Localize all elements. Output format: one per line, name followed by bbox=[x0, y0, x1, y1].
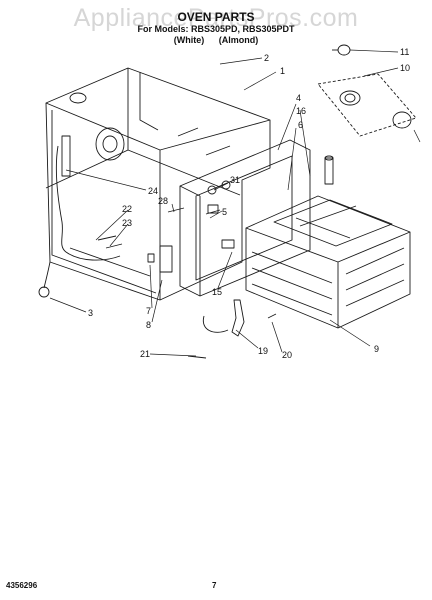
leveling-leg bbox=[38, 286, 50, 298]
screw-part-23 bbox=[105, 243, 123, 249]
wire-harness bbox=[55, 145, 121, 261]
callout-10: 10 bbox=[400, 63, 410, 73]
callout-7: 7 bbox=[146, 306, 151, 316]
callout-15: 15 bbox=[212, 287, 222, 297]
callout-28: 28 bbox=[158, 196, 168, 206]
leader-lines bbox=[49, 49, 421, 357]
callout-11: 11 bbox=[400, 47, 409, 57]
screw-part-21 bbox=[187, 355, 207, 359]
wire-probe bbox=[43, 261, 51, 289]
terminal-block bbox=[324, 155, 334, 185]
callout-22: 22 bbox=[122, 204, 132, 214]
page-number: 7 bbox=[212, 581, 217, 590]
callout-3: 3 bbox=[88, 308, 93, 318]
callout-8: 8 bbox=[146, 320, 151, 330]
light-bulb bbox=[332, 44, 351, 56]
callout-2: 2 bbox=[264, 53, 269, 63]
oven-body bbox=[45, 67, 271, 301]
watermark: AppliancePartsPros.com bbox=[73, 4, 359, 32]
callout-1: 1 bbox=[280, 66, 285, 76]
finish-white: (White) bbox=[173, 35, 205, 45]
screw-part-7 bbox=[147, 253, 155, 263]
callout-16: 16 bbox=[296, 106, 306, 116]
finish-almond: (Almond) bbox=[218, 35, 259, 45]
light-socket-assembly bbox=[317, 73, 417, 137]
hinge-wire bbox=[202, 315, 229, 333]
diagram-title: OVEN PARTS bbox=[177, 10, 255, 24]
callout-31: 31 bbox=[230, 175, 240, 185]
oven-liner bbox=[245, 195, 411, 329]
callout-20: 20 bbox=[282, 350, 292, 360]
callout-19: 19 bbox=[258, 346, 268, 356]
callout-labels: 1 2 3 4 5 6 7 8 9 10 11 15 16 19 20 21 2… bbox=[88, 47, 410, 360]
screw-part-5 bbox=[205, 209, 221, 215]
finish-options: (White) (Almond) bbox=[0, 35, 432, 45]
callout-21: 21 bbox=[140, 349, 150, 359]
screw-part-22 bbox=[97, 235, 117, 241]
callout-24: 24 bbox=[148, 186, 158, 196]
screw-part-20 bbox=[267, 313, 277, 319]
part-number: 4356296 bbox=[6, 581, 38, 590]
front-frame bbox=[179, 139, 311, 297]
callout-4: 4 bbox=[296, 93, 301, 103]
callout-5: 5 bbox=[222, 207, 227, 217]
callout-23: 23 bbox=[122, 218, 132, 228]
hinge-receiver bbox=[231, 299, 245, 337]
screw-part-28 bbox=[167, 207, 185, 213]
callout-9: 9 bbox=[374, 344, 379, 354]
door-bracket bbox=[159, 245, 173, 273]
model-numbers: For Models: RBS305PD, RBS305PDT bbox=[137, 24, 295, 34]
callout-6: 6 bbox=[298, 120, 303, 130]
